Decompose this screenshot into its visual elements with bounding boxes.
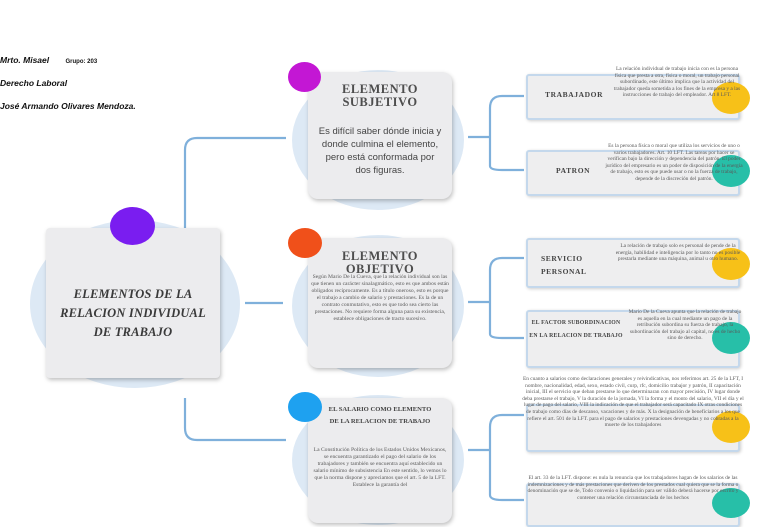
child-text: En cuanto a salarios como declaraciones …: [522, 376, 744, 429]
child-text: Mario De la Cueva apunta que la relación…: [628, 309, 742, 342]
child-text: La relación de trabajo solo es personal …: [615, 243, 741, 263]
central-title: ELEMENTOS DE LA RELACION INDIVIDUAL DE T…: [60, 287, 206, 339]
child-text: La relación individual de trabajo inicia…: [613, 66, 741, 99]
child-dot-icon: [712, 248, 750, 280]
branch-title: ELEMENTO SUBJETIVO: [341, 82, 418, 109]
child-dot-icon: [712, 411, 750, 443]
branch-text: Según Mario De la Cueva, que la relación…: [311, 274, 449, 322]
child-servicio-personal[interactable]: [526, 238, 740, 288]
child-text: Es la persona física o moral que utiliza…: [605, 143, 743, 182]
central-node[interactable]: [46, 228, 220, 378]
branch-text: La Constitución Política de los Estados …: [313, 447, 447, 488]
child-dot-icon: [712, 82, 750, 114]
teacher-line: Mrto. Misael Grupo: 203: [0, 55, 97, 65]
child-label: PATRON: [556, 166, 591, 175]
central-dot-icon: [110, 207, 155, 245]
child-label: SERVICIO PERSONAL: [541, 254, 587, 276]
child-dot-icon: [712, 322, 750, 354]
child-label: TRABAJADOR: [545, 90, 604, 99]
branch-salario[interactable]: [308, 398, 452, 523]
group-label: Grupo: 203: [65, 59, 98, 65]
branch-title: EL SALARIO COMO ELEMENTO DE LA RELACION …: [328, 406, 432, 425]
branch-dot-icon: [288, 228, 322, 258]
child-factor-subordinacion[interactable]: [526, 310, 740, 368]
subject-label: Derecho Laboral: [0, 78, 68, 88]
child-dot-icon: [712, 155, 750, 187]
branch-text: Es difícil saber dónde inicia y donde cu…: [318, 126, 442, 176]
branch-subjetivo[interactable]: [308, 72, 452, 199]
child-salario-declaraciones[interactable]: [526, 404, 740, 452]
connector-lines: [183, 94, 524, 502]
teacher-name: Mrto. Misael: [0, 55, 50, 65]
child-label: EL FACTOR SUBORDINACION EN LA RELACION D…: [529, 320, 623, 339]
branch-objetivo[interactable]: [308, 238, 452, 368]
branch-title: ELEMENTO OBJETIVO: [341, 249, 418, 276]
child-text: El art. 33 de la LFT. dispone: es nula l…: [527, 475, 739, 501]
branch-dot-icon: [288, 392, 322, 422]
student-name: José Armando Olivares Mendoza.: [0, 101, 136, 111]
branch-dot-icon: [288, 62, 321, 92]
